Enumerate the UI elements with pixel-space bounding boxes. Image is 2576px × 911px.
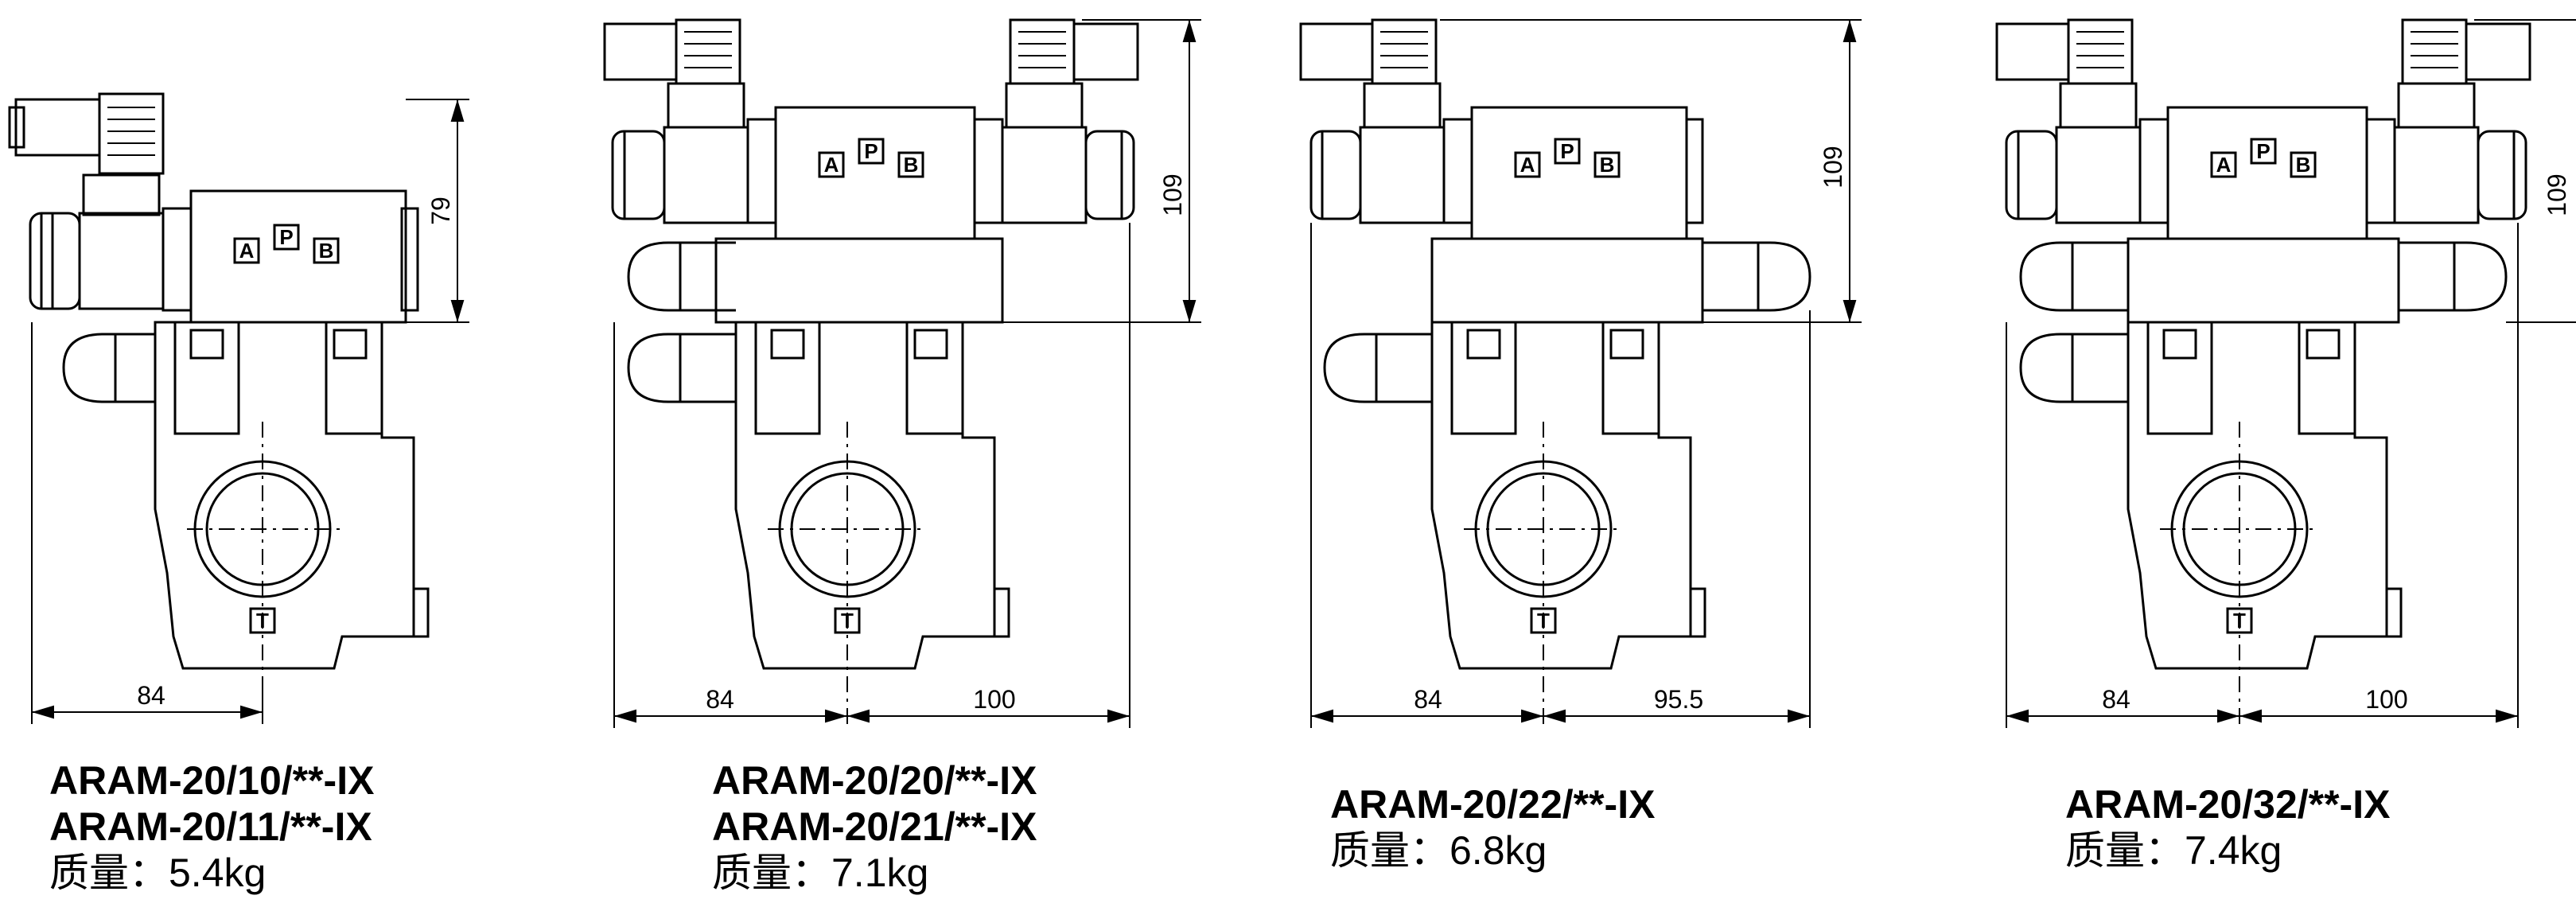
mass-label: 质量：7.1kg xyxy=(712,851,929,895)
model-name: ARAM-20/21/**-IX xyxy=(712,804,1037,849)
dim-height-label: 109 xyxy=(2543,173,2571,216)
port-p-label: P xyxy=(279,225,293,249)
port-a-label: A xyxy=(239,239,255,263)
port-t-label: T xyxy=(841,609,854,633)
model-name: ARAM-20/22/**-IX xyxy=(1330,782,1656,827)
caption-variant-4: ARAM-20/32/**-IX 质量：7.4kg xyxy=(2065,781,2390,874)
valve-view-1 xyxy=(8,92,469,724)
dim-left-label: 84 xyxy=(706,685,734,714)
model-name: ARAM-20/32/**-IX xyxy=(2065,782,2391,827)
model-name: ARAM-20/11/**-IX xyxy=(49,804,372,849)
dim-left-label: 84 xyxy=(1414,685,1442,714)
port-t-label: T xyxy=(1537,609,1550,633)
dim-right-label: 95.5 xyxy=(1654,685,1703,714)
port-b-label: B xyxy=(904,153,919,177)
valve-view-3 xyxy=(1299,18,1862,728)
port-p-label: P xyxy=(2256,139,2270,163)
model-name: ARAM-20/20/**-IX xyxy=(712,758,1037,803)
port-a-label: A xyxy=(824,153,839,177)
dim-left-label: 84 xyxy=(137,681,165,710)
mass-label: 质量：7.4kg xyxy=(2065,828,2282,873)
dim-right-label: 100 xyxy=(973,685,1015,714)
valve-view-4 xyxy=(1995,18,2576,728)
port-labels-view-2: A P B T 84 100 109 xyxy=(706,138,1187,714)
port-p-label: P xyxy=(864,139,877,163)
dim-left-label: 84 xyxy=(2102,685,2130,714)
port-p-label: P xyxy=(1560,139,1574,163)
caption-variant-1: ARAM-20/10/**-IX ARAM-20/11/**-IX 质量：5.4… xyxy=(49,757,374,896)
dim-height-label: 109 xyxy=(1158,173,1187,216)
caption-variant-3: ARAM-20/22/**-IX 质量：6.8kg xyxy=(1330,781,1655,874)
mass-label: 质量：6.8kg xyxy=(1330,828,1547,873)
port-t-label: T xyxy=(2233,609,2246,633)
port-t-label: T xyxy=(256,609,269,633)
caption-variant-2: ARAM-20/20/**-IX ARAM-20/21/**-IX 质量：7.1… xyxy=(712,757,1037,896)
port-b-label: B xyxy=(319,239,334,263)
dim-height-label: 79 xyxy=(426,197,455,225)
port-labels-view-3: A P B T 84 95.5 109 xyxy=(1414,138,1847,714)
model-name: ARAM-20/10/**-IX xyxy=(49,758,375,803)
valve-view-2 xyxy=(603,18,1201,728)
port-labels-view-1: A P B T 84 79 xyxy=(137,197,455,710)
port-b-label: B xyxy=(2296,153,2311,177)
dim-height-label: 109 xyxy=(1819,146,1847,188)
port-a-label: A xyxy=(2216,153,2232,177)
mass-label: 质量：5.4kg xyxy=(49,851,267,895)
port-labels-view-4: A P B T 84 100 109 xyxy=(2102,138,2571,714)
port-a-label: A xyxy=(1520,153,1535,177)
port-b-label: B xyxy=(1600,153,1615,177)
dim-right-label: 100 xyxy=(2365,685,2407,714)
